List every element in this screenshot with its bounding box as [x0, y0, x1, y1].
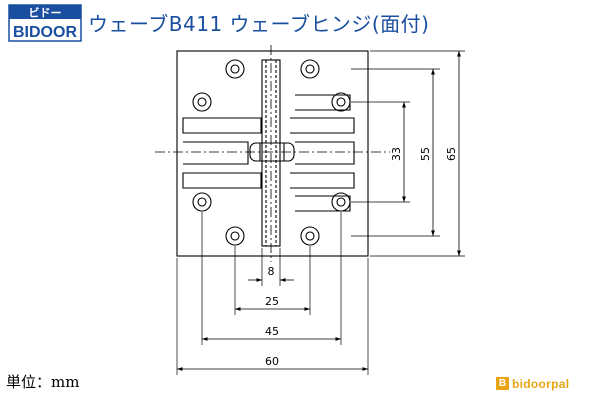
dim-knuckle-width: 8	[268, 265, 275, 278]
dim-hole-pitch-inner-v: 33	[390, 147, 403, 161]
brand-square-icon: B	[496, 377, 509, 390]
mounting-holes	[192, 59, 351, 246]
page-title: ウェーブB411 ウェーブヒンジ(面付)	[88, 12, 430, 36]
brand-name: bidoorpal	[512, 376, 570, 391]
bidoor-logo: ビドー BIDOOR	[8, 4, 82, 42]
dim-hole-pitch-outer-v: 55	[419, 147, 432, 161]
extension-lines	[176, 50, 465, 375]
logo-kana: ビドー	[29, 6, 62, 20]
footer-brand: B bidoorpal	[496, 376, 569, 391]
hinge-pin	[249, 59, 295, 247]
dim-height-overall: 65	[445, 147, 458, 161]
dim-hole-pitch-inner-h: 25	[265, 295, 279, 308]
dimension-lines	[177, 51, 461, 371]
centerlines	[155, 45, 390, 262]
unit-note: 単位：mm	[6, 373, 80, 391]
dim-width-overall: 60	[265, 355, 279, 368]
logo-roman: BIDOOR	[13, 24, 77, 41]
hinge-plate	[176, 50, 369, 257]
dim-hole-pitch-outer-h: 45	[265, 325, 279, 338]
